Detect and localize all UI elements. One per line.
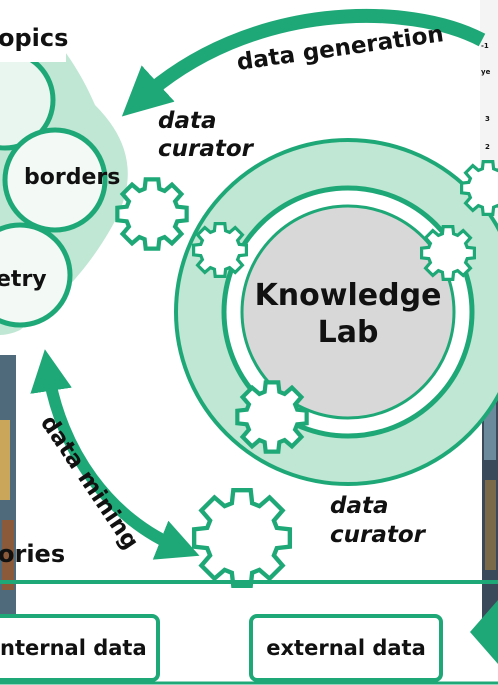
internal-data-box: nternal data [0,614,160,682]
side-chart-tick: 3 [485,115,490,123]
topic-label-borders: borders [24,165,120,190]
topics-cluster: opics borders etry [0,0,128,335]
topics-title-background [0,0,66,62]
side-photo-left [0,355,16,615]
topic-circle-etry [0,222,73,328]
topic-circle-borders [2,127,108,233]
curator-top-line1: data [158,108,217,134]
lab-title-line2: Lab [318,315,379,350]
curator-top-gear-icon [117,179,186,248]
data-generation-arrow [121,8,486,117]
curator-top-line2: curator [158,136,255,162]
external-data-box: external data [249,614,443,682]
knowledge-lab: Knowledge Lab [174,138,498,486]
side-chart-axis-label: ye [481,68,491,76]
curator-bottom-line1: data [330,493,389,519]
lab-gear-edge-icon [460,160,498,216]
data-mining-arrow [30,349,200,560]
topics-title: opics [0,24,68,52]
stories-label-partial: ories [0,540,65,568]
lab-outer-ring-stroke [174,138,498,486]
lab-gear-bottom-icon [237,382,306,451]
lab-core [240,204,456,420]
lab-title-line1: Knowledge [255,278,442,313]
external-data-arrow [470,600,498,664]
internal-data-label: nternal data [0,636,147,660]
curator-bottom-line2: curator [330,522,427,548]
curator-bottom-gear-icon [194,490,290,586]
lab-gear-left-icon [192,222,248,278]
side-chart-tick: -1 [481,42,489,50]
external-data-label: external data [266,636,425,660]
lab-gear-right-icon [420,225,476,281]
topic-label-etry: etry [0,267,47,292]
data-mining-label: data mining [35,411,143,554]
side-chart-tick: 2 [485,143,490,151]
